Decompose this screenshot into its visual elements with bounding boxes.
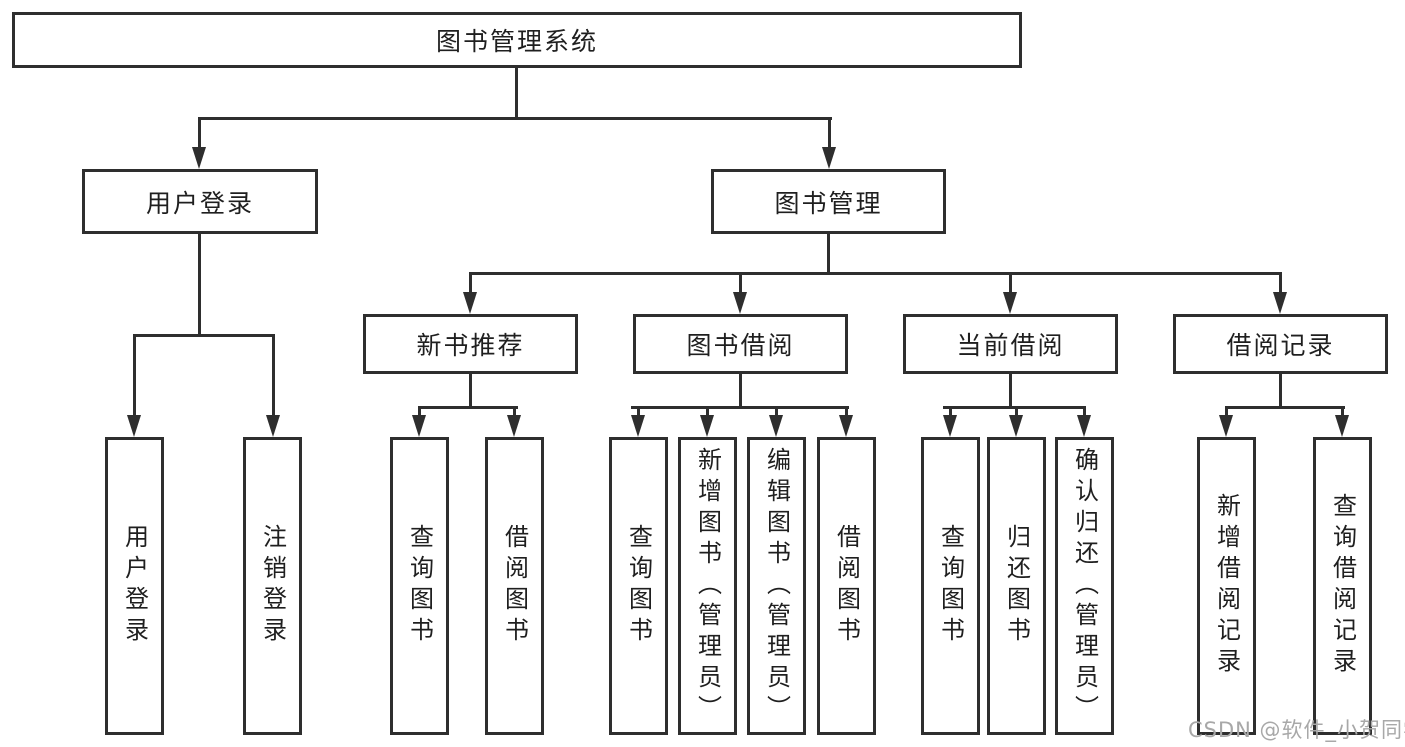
leaf-user-login: 用户登录 [105, 437, 164, 735]
connector-line [198, 117, 832, 120]
arrow-down-icon [1273, 272, 1287, 314]
arrow-down-icon [266, 334, 280, 437]
arrow-down-icon [700, 406, 714, 437]
leaf-logout: 注销登录 [243, 437, 302, 735]
arrow-down-icon [1219, 406, 1233, 437]
node-label: 新增借阅记录 [1212, 493, 1241, 679]
node-label: 查询借阅记录 [1328, 493, 1357, 679]
node-label: 图书管理系统 [435, 27, 598, 56]
connector-line [1009, 374, 1012, 409]
node-label: 查询图书 [405, 524, 434, 648]
node-label: 图书借阅 [686, 331, 795, 360]
node-borrow-records: 借阅记录 [1173, 314, 1388, 374]
connector-line [827, 234, 830, 275]
node-label: 编辑图书（管理员） [762, 446, 791, 726]
leaf-return-books: 归还图书 [987, 437, 1046, 735]
node-label: 借阅图书 [832, 524, 861, 648]
node-label: 归还图书 [1002, 524, 1031, 648]
leaf-current-query-books: 查询图书 [921, 437, 980, 735]
connector-line [418, 406, 518, 409]
csdn-watermark: CSDN @软件_小贺同学 [1188, 718, 1405, 742]
arrow-down-icon [631, 406, 645, 437]
arrow-down-icon [822, 117, 836, 169]
connector-line [1225, 406, 1345, 409]
arrow-down-icon [1003, 272, 1017, 314]
node-user-login: 用户登录 [82, 169, 318, 234]
node-current-borrow: 当前借阅 [903, 314, 1118, 374]
node-label: 借阅记录 [1226, 331, 1335, 360]
node-label: 查询图书 [936, 524, 965, 648]
leaf-confirm-return-admin: 确认归还（管理员） [1055, 437, 1114, 735]
connector-line [739, 374, 742, 409]
node-label: 新增图书（管理员） [693, 446, 722, 726]
arrow-down-icon [463, 272, 477, 314]
connector-line [515, 68, 518, 117]
leaf-borrow-query-books: 查询图书 [609, 437, 668, 735]
node-label: 新书推荐 [416, 331, 525, 360]
connector-line [198, 234, 201, 337]
connector-line [1279, 374, 1282, 409]
arrow-down-icon [769, 406, 783, 437]
arrow-down-icon [412, 406, 426, 437]
arrow-down-icon [507, 406, 521, 437]
node-label: 注销登录 [258, 524, 287, 648]
node-label: 图书管理 [774, 188, 883, 218]
arrow-down-icon [1077, 406, 1091, 437]
node-label: 确认归还（管理员） [1070, 446, 1099, 726]
node-label: 当前借阅 [956, 331, 1065, 360]
arrow-down-icon [733, 272, 747, 314]
leaf-add-borrow-record: 新增借阅记录 [1197, 437, 1256, 735]
arrow-down-icon [943, 406, 957, 437]
connector-line [133, 334, 275, 337]
connector-line [631, 406, 849, 409]
node-book-management: 图书管理 [711, 169, 946, 234]
node-library-system: 图书管理系统 [12, 12, 1022, 68]
arrow-down-icon [127, 334, 141, 437]
connector-line [469, 272, 1282, 275]
leaf-recommend-query-books: 查询图书 [390, 437, 449, 735]
leaf-add-books-admin: 新增图书（管理员） [678, 437, 737, 735]
node-new-book-recommend: 新书推荐 [363, 314, 578, 374]
arrow-down-icon [839, 406, 853, 437]
arrow-down-icon [1335, 406, 1349, 437]
leaf-edit-books-admin: 编辑图书（管理员） [747, 437, 806, 735]
leaf-recommend-borrow-books: 借阅图书 [485, 437, 544, 735]
node-label: 查询图书 [624, 524, 653, 648]
node-label: 借阅图书 [500, 524, 529, 648]
node-book-borrow: 图书借阅 [633, 314, 848, 374]
leaf-query-borrow-record: 查询借阅记录 [1313, 437, 1372, 735]
connector-line [469, 374, 472, 409]
arrow-down-icon [192, 117, 206, 169]
node-label: 用户登录 [120, 524, 149, 648]
leaf-borrow-books: 借阅图书 [817, 437, 876, 735]
arrow-down-icon [1009, 406, 1023, 437]
node-label: 用户登录 [145, 188, 254, 218]
